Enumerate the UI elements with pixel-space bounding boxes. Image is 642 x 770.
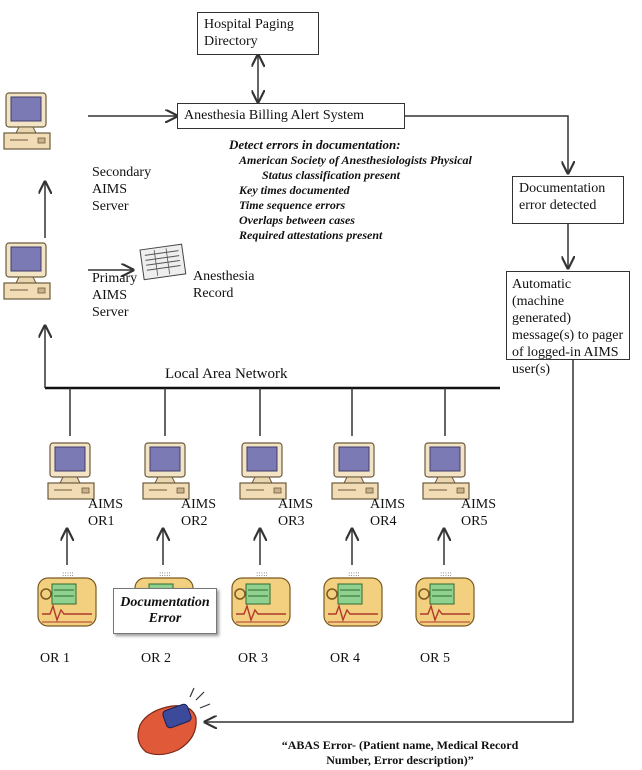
computer-icon — [142, 442, 190, 500]
pager-icon — [137, 687, 211, 756]
or-label: OR 5 — [420, 651, 450, 666]
monitor-icon — [415, 569, 475, 627]
pager-message-text: “ABAS Error- (Patient name, Medical Reco… — [281, 738, 519, 767]
anesthesia-record-label: Anesthesia Record — [193, 269, 255, 301]
report-icon — [139, 243, 187, 281]
detect-item: Key times documented — [239, 183, 350, 197]
abas-box: Anesthesia Billing Alert System — [177, 103, 405, 129]
abas-label: Anesthesia Billing Alert System — [184, 108, 365, 123]
or-label: OR 3 — [238, 651, 268, 666]
hospital-paging-directory-label: Hospital Paging Directory — [204, 17, 294, 49]
detect-item: Time sequence errors — [239, 198, 346, 212]
workstation-label: AIMS OR2 — [181, 497, 217, 529]
workstation-label: AIMS OR5 — [461, 497, 497, 529]
computer-icon — [331, 442, 379, 500]
documentation-error-detected-label: Documentation error detected — [519, 181, 606, 213]
detect-item: Required attestations present — [239, 228, 383, 242]
monitor-icon — [323, 569, 383, 627]
computer-icon — [47, 442, 95, 500]
workstation-label: AIMS OR4 — [370, 497, 406, 529]
primary-server-computer-icon — [3, 242, 51, 300]
computer-icon — [422, 442, 470, 500]
workstation-label: AIMS OR3 — [278, 497, 314, 529]
lan-label: Local Area Network — [165, 366, 288, 382]
automatic-message-label: Automatic (machine generated) message(s)… — [512, 277, 624, 377]
workstation-label: AIMS OR1 — [88, 497, 124, 529]
detect-item: American Society of Anesthesiologists Ph… — [239, 153, 472, 167]
primary-aims-server-label: Primary AIMS Server — [92, 271, 138, 320]
or-label: OR 4 — [330, 651, 360, 666]
or-label: OR 2 — [141, 651, 171, 666]
secondary-server-computer-icon — [3, 92, 51, 150]
automatic-message-box: Automatic (machine generated) message(s)… — [506, 271, 630, 377]
documentation-error-sign: Documentation Error — [113, 588, 217, 634]
detect-item: Status classification present — [262, 168, 401, 182]
detect-item: Overlaps between cases — [239, 213, 355, 227]
detect-errors-heading: Detect errors in documentation: — [229, 137, 401, 152]
monitor-icon — [37, 569, 97, 627]
monitor-icon — [231, 569, 291, 627]
hospital-paging-directory-box: Hospital Paging Directory — [197, 12, 319, 55]
computer-icon — [239, 442, 287, 500]
or-label: OR 1 — [40, 651, 70, 666]
secondary-aims-server-label: Secondary AIMS Server — [92, 165, 152, 214]
documentation-error-detected-box: Documentation error detected — [512, 176, 624, 224]
